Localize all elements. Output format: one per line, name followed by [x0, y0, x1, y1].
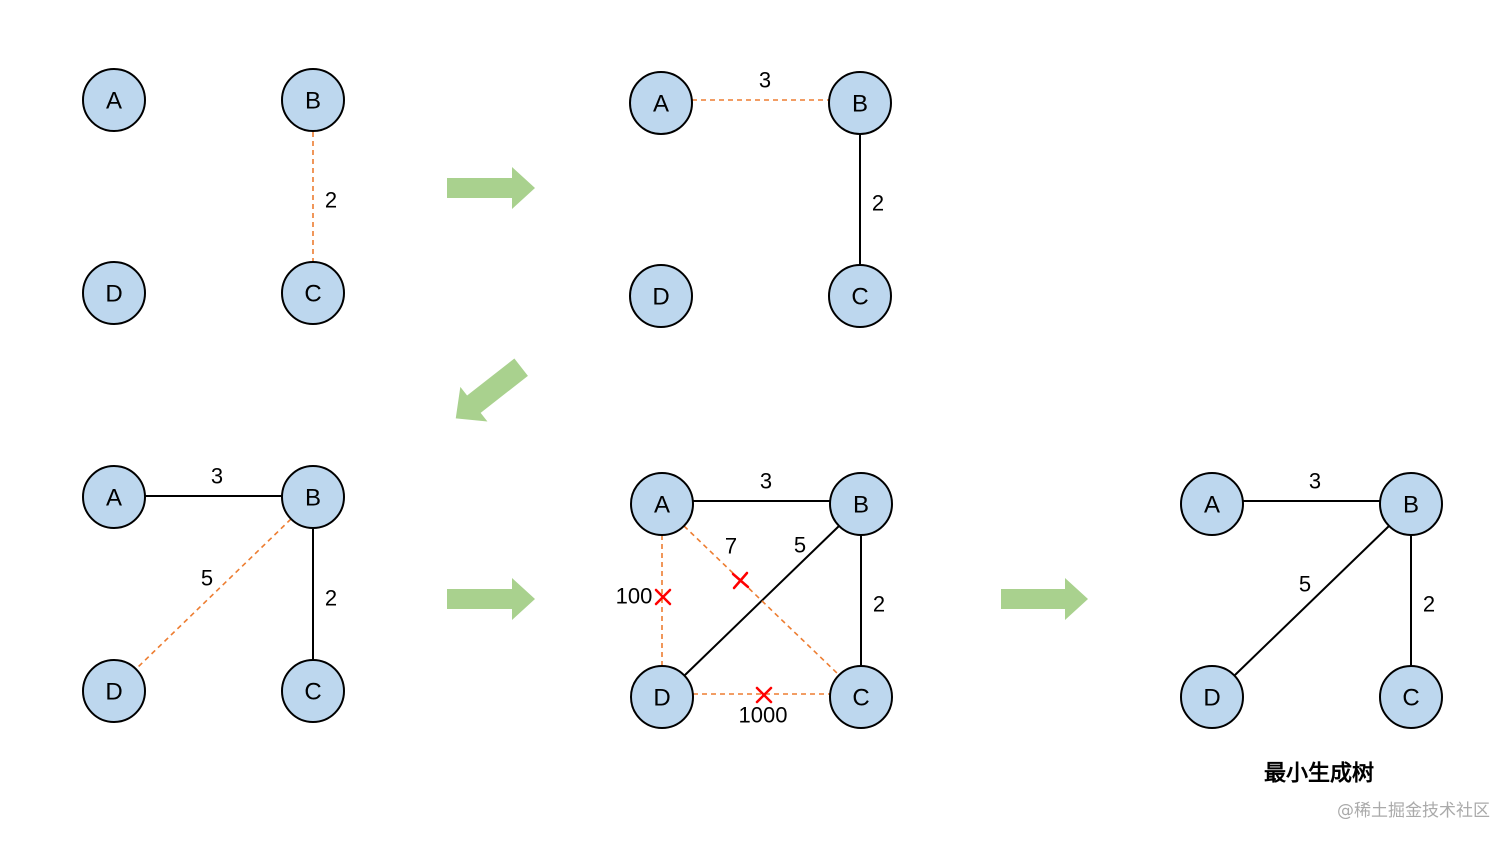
- step-2-node-d-label: D: [652, 284, 669, 311]
- step-5-weight-b-d: 5: [1299, 572, 1311, 597]
- step-3-node-a: [82, 465, 146, 529]
- step-3-node-c: [281, 659, 345, 723]
- step-5-node-a: [1180, 472, 1244, 536]
- step-3-edge-b-d: [137, 518, 292, 668]
- step-2-node-b-label: B: [852, 91, 868, 118]
- step-4-node-c: [829, 665, 893, 729]
- step-2-node-c-label: C: [851, 284, 868, 311]
- step-3-node-b: [281, 465, 345, 529]
- step-5-node-b: [1379, 472, 1443, 536]
- step-5-node-a-label: A: [1204, 492, 1220, 519]
- step-5-node-d: [1180, 665, 1244, 729]
- step-2-graph: 3 2 A B C D: [629, 68, 892, 328]
- step-4-weight-b-c: 2: [873, 592, 885, 617]
- step-2-node-a: [629, 71, 693, 135]
- step-4-edge-b-d: [684, 525, 840, 676]
- step-3-weight-a-b: 3: [211, 464, 223, 489]
- step-1-node-b-label: B: [305, 88, 321, 115]
- arrow-down-left-icon: [455, 358, 528, 422]
- rejected-mark-icon: [755, 686, 773, 704]
- step-3-node-b-label: B: [305, 485, 321, 512]
- step-3-node-c-label: C: [304, 679, 321, 706]
- step-1-node-d-label: D: [105, 281, 122, 308]
- step-4-graph: 3 2 5 100 7 1000 A B C D: [616, 469, 893, 729]
- step-5-node-c: [1379, 665, 1443, 729]
- step-4-node-d-label: D: [653, 685, 670, 712]
- arrow-right-icon: [447, 578, 535, 620]
- step-2-node-b: [828, 71, 892, 135]
- step-5-weight-b-c: 2: [1423, 592, 1435, 617]
- step-1-graph: 2 A B C D: [82, 68, 345, 325]
- watermark: @稀土掘金技术社区: [1337, 801, 1490, 821]
- step-2-node-c: [828, 264, 892, 328]
- step-1-node-d: [82, 261, 146, 325]
- step-5-graph: 3 2 5 A B C D: [1180, 469, 1443, 729]
- step-3-graph: 3 2 5 A B C D: [82, 464, 345, 723]
- step-3-node-d: [82, 659, 146, 723]
- step-1-weight-b-c: 2: [325, 188, 337, 213]
- step-4-weight-a-c: 7: [725, 534, 737, 559]
- step-2-weight-a-b: 3: [759, 68, 771, 93]
- step-5-weight-a-b: 3: [1309, 469, 1321, 494]
- step-5-node-c-label: C: [1402, 685, 1419, 712]
- step-1-node-c-label: C: [304, 281, 321, 308]
- result-caption: 最小生成树: [1264, 761, 1374, 787]
- step-5-edge-b-d: [1234, 525, 1390, 676]
- step-4-weight-d-c: 1000: [739, 703, 788, 728]
- step-1-node-a-label: A: [106, 88, 122, 115]
- step-5-node-d-label: D: [1203, 685, 1220, 712]
- rejected-mark-icon: [731, 571, 750, 590]
- step-4-node-d: [630, 665, 694, 729]
- rejected-mark-icon: [654, 588, 672, 606]
- step-4-weight-a-d: 100: [616, 584, 653, 609]
- step-1-node-c: [281, 261, 345, 325]
- step-2-node-d: [629, 264, 693, 328]
- arrow-right-icon: [447, 167, 535, 209]
- step-3-weight-b-c: 2: [325, 586, 337, 611]
- step-4-node-b-label: B: [853, 492, 869, 519]
- step-2-node-a-label: A: [653, 91, 669, 118]
- step-3-node-a-label: A: [106, 485, 122, 512]
- arrow-right-icon: [1001, 578, 1088, 620]
- step-4-weight-b-d: 5: [794, 533, 806, 558]
- step-4-node-c-label: C: [852, 685, 869, 712]
- step-4-node-a: [630, 472, 694, 536]
- step-1-node-a: [82, 68, 146, 132]
- step-1-node-b: [281, 68, 345, 132]
- step-4-node-b: [829, 472, 893, 536]
- step-3-node-d-label: D: [105, 679, 122, 706]
- step-4-node-a-label: A: [654, 492, 670, 519]
- step-3-weight-b-d: 5: [201, 566, 213, 591]
- step-5-node-b-label: B: [1403, 492, 1419, 519]
- step-4-weight-a-b: 3: [760, 469, 772, 494]
- step-2-weight-b-c: 2: [872, 191, 884, 216]
